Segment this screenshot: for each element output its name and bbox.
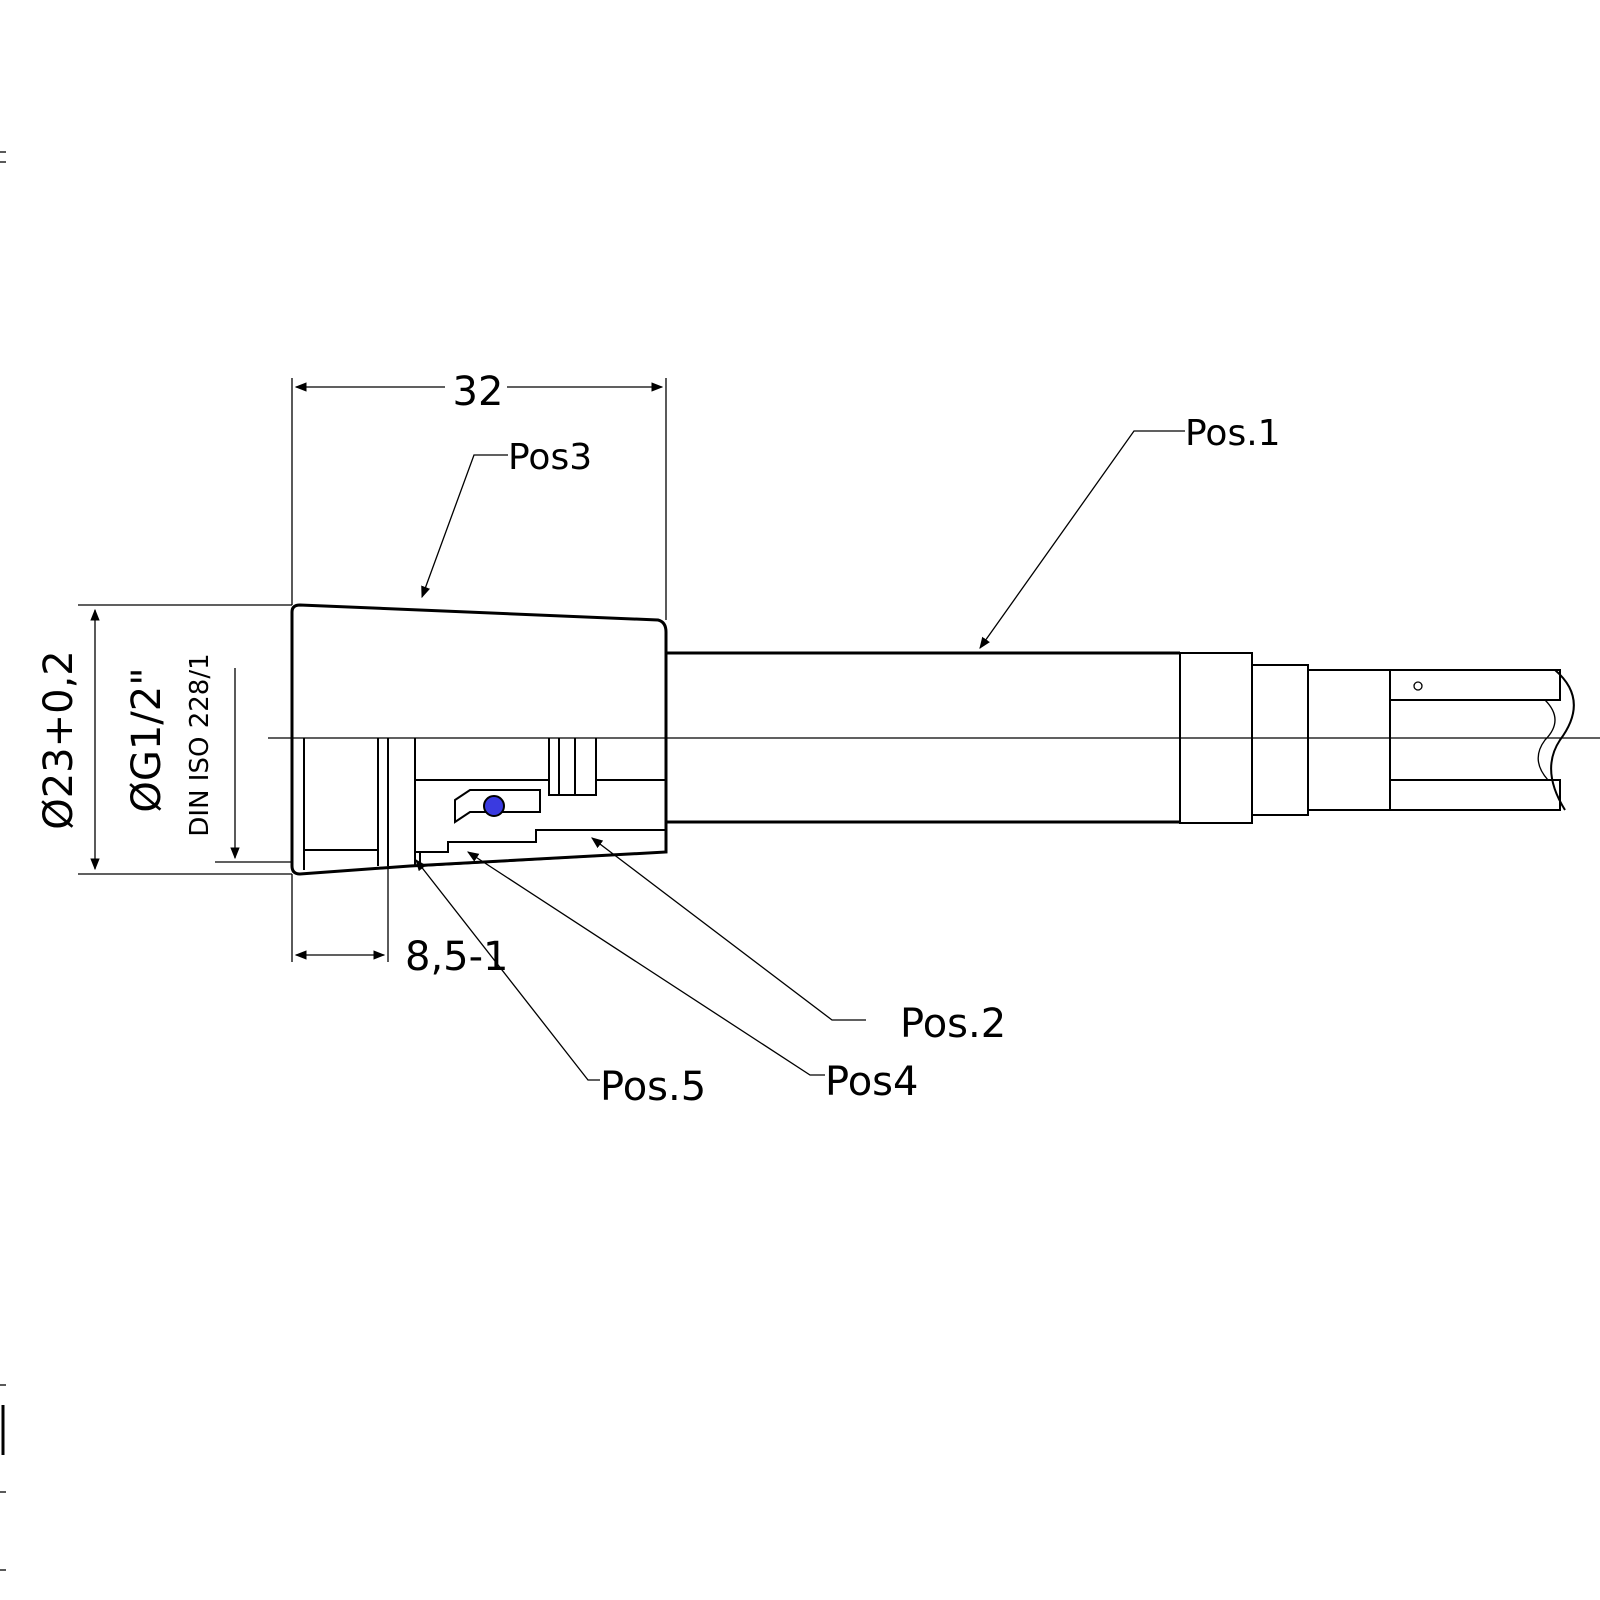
tube bbox=[665, 651, 1180, 824]
label-pos2: Pos.2 bbox=[900, 1001, 1006, 1047]
label-pos1: Pos.1 bbox=[1185, 413, 1281, 454]
hose-end bbox=[1389, 669, 1575, 811]
crimp-fine-knurl bbox=[1251, 664, 1309, 816]
label-pos4: Pos4 bbox=[825, 1059, 918, 1105]
dim-length-label: 32 bbox=[453, 369, 504, 415]
dim-diameter: Ø23+0,2 bbox=[36, 604, 292, 875]
dim-depth-label: 8,5-1 bbox=[405, 934, 509, 980]
dim-length: 32 bbox=[291, 364, 667, 620]
braided-hose bbox=[1307, 669, 1391, 811]
leader-pos5: Pos.5 bbox=[415, 859, 706, 1110]
inner-section bbox=[414, 779, 667, 868]
o-ring bbox=[483, 795, 505, 817]
label-pos3: Pos3 bbox=[508, 437, 592, 478]
dim-thread-label: ØG1/2" bbox=[124, 667, 170, 812]
dim-depth: 8,5-1 bbox=[291, 866, 509, 980]
leader-pos3: Pos3 bbox=[421, 437, 592, 599]
dim-thread: ØG1/2" DIN ISO 228/1 bbox=[124, 653, 292, 863]
nut-housing bbox=[290, 603, 668, 876]
margin-marks bbox=[0, 151, 6, 1571]
leader-pos1: Pos.1 bbox=[979, 413, 1281, 649]
leader-pos4: Pos4 bbox=[467, 851, 918, 1105]
dim-standard-label: DIN ISO 228/1 bbox=[185, 653, 215, 836]
dim-diameter-label: Ø23+0,2 bbox=[36, 650, 82, 830]
label-pos5: Pos.5 bbox=[600, 1064, 706, 1110]
leader-pos2: Pos.2 bbox=[591, 837, 1006, 1047]
